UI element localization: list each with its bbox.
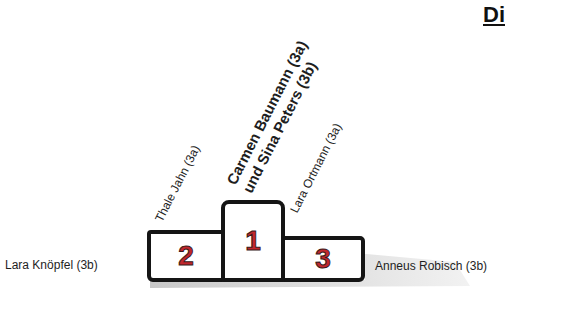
- rank-number: 2: [178, 242, 194, 270]
- winner-name: Lara Ortmann (3a): [287, 121, 345, 215]
- podium-step: 2: [147, 230, 225, 282]
- participant-name: Anneus Robisch (3b): [375, 259, 487, 273]
- podium-step: 1: [221, 200, 285, 282]
- winner-name: Thale Jahn (3a): [152, 143, 203, 224]
- rank-number: 1: [245, 227, 261, 255]
- page-title: Di: [483, 2, 505, 28]
- rank-number: 3: [315, 245, 331, 273]
- participant-name: Lara Knöpfel (3b): [5, 258, 98, 272]
- podium-step: 3: [281, 236, 365, 282]
